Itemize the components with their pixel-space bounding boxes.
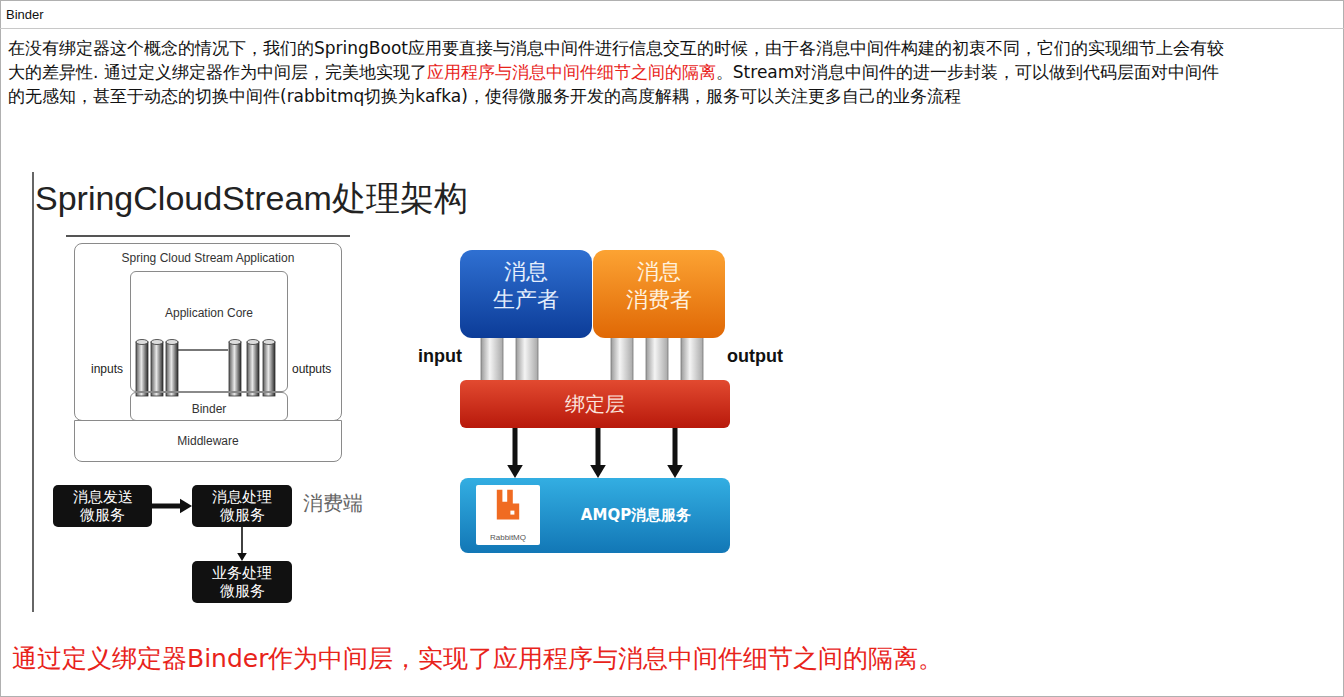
node-text: Binder: [192, 402, 227, 416]
side-label: 消费端: [303, 490, 363, 517]
service-box: 消息处理微服务: [192, 485, 292, 527]
cylinder-top: [247, 340, 259, 345]
cylinder: [151, 342, 163, 396]
amqp-box: AMQP消息服务 RabbitMQ: [460, 478, 730, 553]
node-text: AMQP消息服务: [581, 506, 691, 525]
port-label: input: [418, 346, 462, 367]
node-text: Application Core: [165, 306, 253, 320]
node-text: 绑定层: [565, 391, 625, 418]
binder-box: Binder: [130, 392, 288, 421]
connector-line: [241, 527, 243, 555]
port-label: inputs: [91, 362, 123, 376]
arrow-head: [507, 465, 523, 478]
logo-box: RabbitMQ: [476, 485, 540, 545]
port-label: outputs: [292, 362, 331, 376]
node-text: 业务处理微服务: [206, 564, 278, 600]
consumer-box: 消息 消费者: [593, 250, 725, 338]
node-text: Spring Cloud Stream Application: [122, 251, 295, 265]
node-text: RabbitMQ: [490, 533, 526, 542]
binding-layer-band: 绑定层: [460, 380, 730, 428]
highlight-text: 应用程序与消息中间件细节之间的隔离: [427, 62, 716, 82]
connector-line: [673, 428, 678, 468]
middleware-box: Middleware: [74, 420, 342, 462]
quote-border: [32, 172, 34, 612]
node-text: 消息发送微服务: [67, 488, 138, 524]
connector-line: [152, 504, 182, 509]
connector: [667, 428, 683, 478]
core-bus: [178, 349, 228, 351]
cylinder: [229, 342, 241, 396]
service-box: 消息发送微服务: [53, 485, 152, 527]
node-text: 消息 生产者: [470, 258, 582, 314]
connector: [237, 527, 247, 561]
cylinder-top: [263, 340, 275, 345]
diagram-title: SpringCloudStream处理架构: [35, 178, 468, 218]
cylinder-group: [136, 340, 275, 397]
cylinder: [263, 342, 275, 396]
logo-shape: [497, 490, 519, 520]
cylinder-top: [229, 340, 241, 345]
producer-box: 消息 生产者: [460, 250, 592, 338]
cylinder: [247, 342, 259, 396]
window-title: Binder: [6, 7, 44, 22]
arrow-head: [590, 465, 606, 478]
cylinder: [136, 342, 148, 396]
cylinder-top: [166, 340, 178, 345]
arrow-head: [667, 465, 683, 478]
connector: [152, 499, 192, 513]
connector: [590, 428, 606, 478]
application-frame: Spring Cloud Stream ApplicationApplicati…: [74, 243, 342, 421]
cylinder-top: [136, 340, 148, 345]
node-text: Middleware: [177, 434, 238, 448]
connector-line: [513, 428, 518, 468]
connector-line: [596, 428, 601, 468]
node-text: 消息处理微服务: [206, 488, 278, 524]
rabbitmq-logo: [476, 485, 540, 533]
connector: [507, 428, 523, 478]
arrow-head: [180, 499, 192, 513]
intro-paragraph: 在没有绑定器这个概念的情况下，我们的SpringBoot应用要直接与消息中间件进…: [8, 36, 1236, 108]
node-text: 消息 消费者: [603, 258, 715, 314]
cylinder: [166, 342, 178, 396]
title-underline: [66, 235, 350, 237]
core-box: Application Core: [130, 271, 288, 392]
cylinder-top: [151, 340, 163, 345]
service-box: 业务处理微服务: [192, 561, 292, 603]
title-bar-rule: [0, 28, 1344, 29]
caption-text: 通过定义绑定器Binder作为中间层，实现了应用程序与消息中间件细节之间的隔离。: [12, 643, 943, 675]
arrow-head: [237, 553, 247, 561]
logo-hole: [510, 511, 514, 515]
port-label: output: [727, 346, 783, 367]
